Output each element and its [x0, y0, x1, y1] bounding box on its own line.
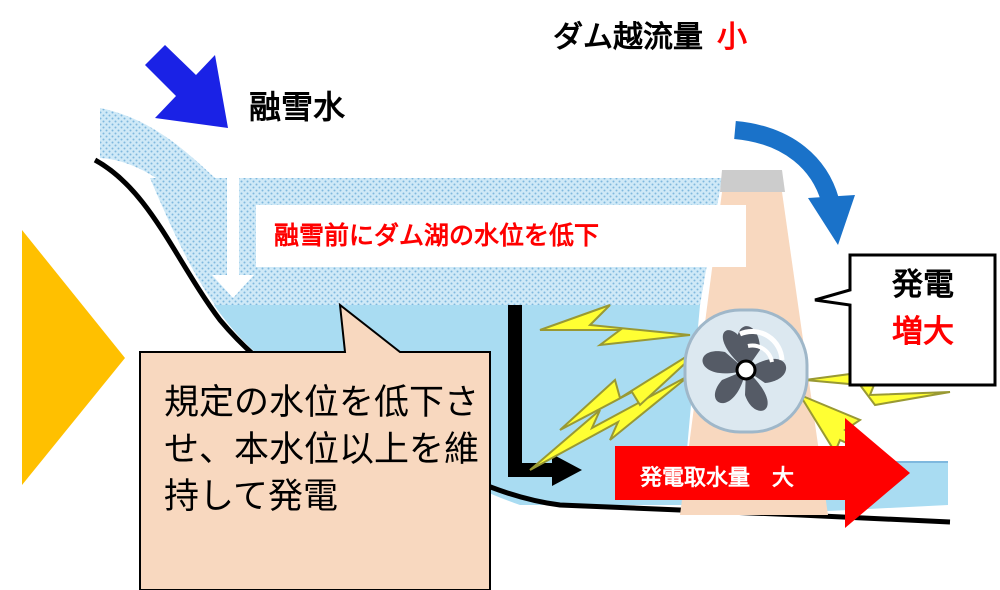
intake-pipe	[508, 305, 582, 486]
dam-overflow-text: ダム越流量	[553, 20, 703, 55]
dam-overflow-level: 小	[717, 20, 747, 55]
intake-label: 発電取水量 大	[640, 466, 795, 491]
intake-arrow-icon	[615, 418, 910, 528]
dam-overflow-label: ダム越流量小	[553, 12, 747, 56]
generation-callout-box	[814, 253, 997, 387]
dam-crest	[720, 170, 785, 192]
generation-label: 発電増大	[848, 262, 998, 356]
overflow-arrow-icon	[733, 121, 855, 245]
snowmelt-label: 融雪水	[249, 88, 346, 126]
turbine-icon	[683, 308, 809, 434]
level-callout-text: 規定の水位を低下させ、本水位以上を維持して発電	[164, 383, 480, 517]
lower-level-label: 融雪前にダム湖の水位を低下	[256, 205, 746, 267]
snowmelt-arrow-icon	[145, 45, 228, 128]
generation-change: 増大	[892, 314, 954, 350]
level-callout-box	[139, 302, 491, 590]
inflow-arrow-icon	[212, 130, 254, 298]
yellow-arrow-icon	[22, 230, 125, 485]
generation-text: 発電	[892, 267, 954, 303]
